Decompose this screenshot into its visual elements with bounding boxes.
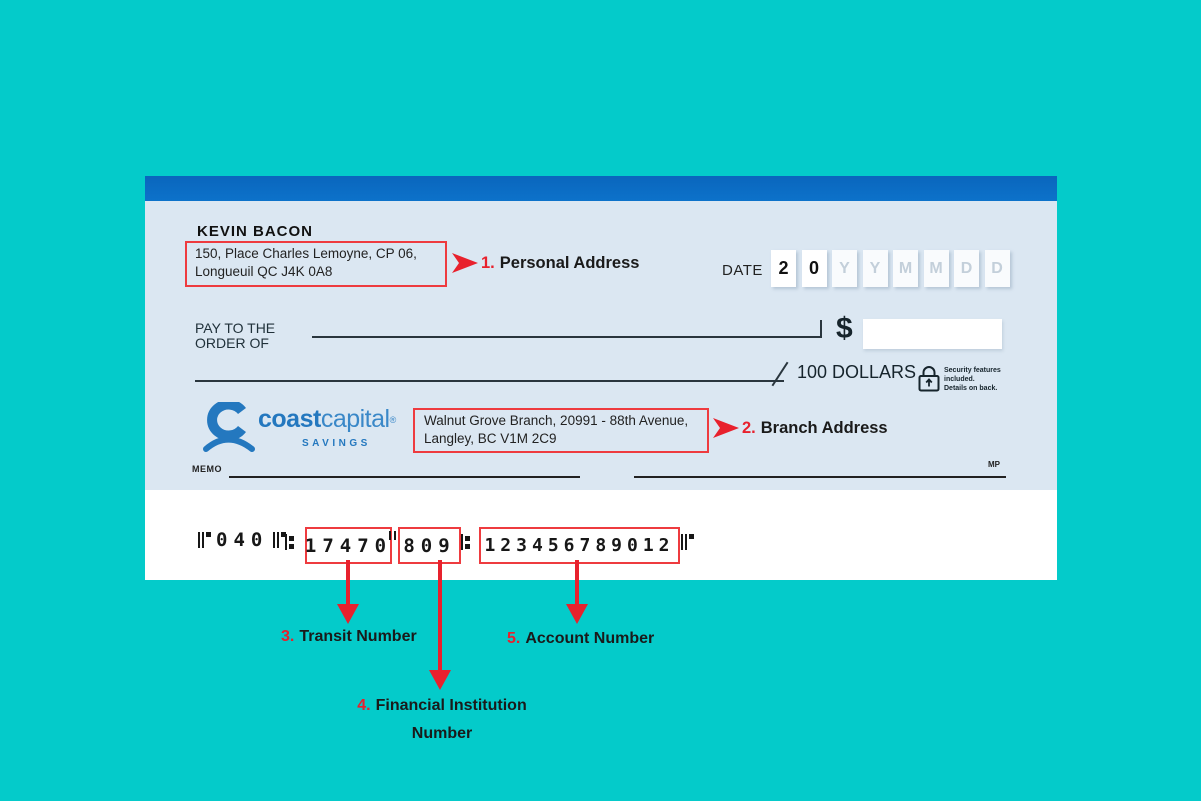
cheque-header-bar <box>145 176 1057 201</box>
annotation-institution-number: 4.Financial Institution <box>317 696 567 716</box>
annotation-number: 1. <box>481 254 495 272</box>
institution-number-highlight-box: 809 <box>398 527 461 564</box>
amount-box <box>863 319 1002 349</box>
logo-savings: SAVINGS <box>302 438 371 449</box>
hundred-dollars-label: 100 DOLLARS <box>797 362 917 382</box>
personal-address-line2: Longueuil QC J4K 0A8 <box>195 263 333 279</box>
arrow-down-icon <box>429 670 451 690</box>
personal-address-highlight-box: 150, Place Charles Lemoyne, CP 06, Longu… <box>185 241 447 287</box>
memo-line <box>229 476 580 478</box>
arrow-down-icon <box>566 604 588 624</box>
annotation-text: Branch Address <box>760 419 888 437</box>
transit-number: 17470 <box>304 534 393 557</box>
date-box-year-tens: 2 <box>771 250 796 287</box>
date-box-year-ones: 0 <box>801 250 827 287</box>
security-lock-icon <box>918 366 940 392</box>
micr-transit-icon <box>285 534 294 550</box>
date-box-d2: D <box>984 250 1010 287</box>
annotation-transit-number: 3.Transit Number <box>281 627 417 647</box>
coast-capital-logo-icon <box>203 402 255 452</box>
date-box-m1: M <box>893 250 918 287</box>
arrow-stem <box>346 560 350 606</box>
arrow-stem <box>438 560 442 672</box>
annotation-text: Account Number <box>525 630 655 647</box>
micr-transit-icon <box>461 534 470 550</box>
micr-strip <box>145 490 1057 580</box>
payee-line-end-tick <box>820 320 822 338</box>
annotation-text: Financial Institution <box>375 697 527 714</box>
account-number: 123456789012 <box>484 535 675 556</box>
security-notice-line3: Details on back. <box>944 385 998 393</box>
branch-address-line1: Walnut Grove Branch, 20991 - 88th Avenue… <box>424 413 689 428</box>
dollar-sign: $ <box>836 312 853 345</box>
micr-onus-icon <box>198 532 211 548</box>
annotation-text: Personal Address <box>499 254 640 272</box>
branch-address-line2: Langley, BC V1M 2C9 <box>424 430 557 446</box>
annotation-account-number: 5.Account Number <box>507 629 654 649</box>
registered-trademark-icon: ® <box>389 415 397 425</box>
pay-to-the-label: PAY TO THE <box>195 320 276 336</box>
micr-cheque-number-group: 040 <box>198 529 287 551</box>
personal-address-line1: 150, Place Charles Lemoyne, CP 06, <box>195 246 417 261</box>
cheque-number: 040 <box>216 529 269 551</box>
order-of-label: ORDER OF <box>195 335 269 351</box>
micr-dash-icon <box>389 531 396 540</box>
micr-onus-icon <box>273 532 287 548</box>
transit-number-highlight-box: 17470 <box>305 527 392 564</box>
arrow-down-icon <box>337 604 359 624</box>
annotation-number: 5. <box>507 630 521 647</box>
chevron-right-icon <box>713 418 739 438</box>
payee-line <box>312 336 821 338</box>
annotation-branch-address: 2.Branch Address <box>742 418 888 438</box>
date-box-d1: D <box>954 250 979 287</box>
security-notice-line1: Security features <box>944 367 1001 374</box>
annotation-number: 4. <box>357 697 371 714</box>
security-notice: Security features included. Details on b… <box>944 366 1001 393</box>
date-label: DATE <box>722 262 763 279</box>
mp-label: MP <box>988 460 1000 469</box>
branch-address-highlight-box: Walnut Grove Branch, 20991 - 88th Avenue… <box>413 408 709 453</box>
annotation-text: Transit Number <box>299 628 417 645</box>
date-boxes: 2 0 Y Y M M D D <box>771 250 1010 287</box>
security-notice-line2: included. <box>944 376 975 384</box>
personal-address: 150, Place Charles Lemoyne, CP 06, Longu… <box>187 243 445 283</box>
logo-coast: coast <box>258 405 321 433</box>
arrow-stem <box>575 560 579 606</box>
institution-number: 809 <box>403 534 456 557</box>
logo-capital: capital <box>320 405 390 433</box>
coast-capital-wordmark: coastcapital® <box>258 405 396 434</box>
chevron-right-icon <box>452 253 478 273</box>
annotation-personal-address: 1.Personal Address <box>481 253 639 273</box>
amount-words-line <box>195 380 784 382</box>
account-holder-name: KEVIN BACON <box>197 223 314 240</box>
account-number-highlight-box: 123456789012 <box>479 527 680 564</box>
date-box-m2: M <box>923 250 949 287</box>
date-box-y2: Y <box>862 250 888 287</box>
signature-line <box>634 476 1006 478</box>
memo-label: MEMO <box>192 464 222 474</box>
annotation-number: 2. <box>742 419 756 437</box>
branch-address: Walnut Grove Branch, 20991 - 88th Avenue… <box>415 410 707 450</box>
annotation-number: 3. <box>281 628 295 645</box>
annotation-institution-number-line2: Number <box>411 725 473 742</box>
date-box-y1: Y <box>832 250 857 287</box>
micr-onus-icon <box>681 534 694 550</box>
